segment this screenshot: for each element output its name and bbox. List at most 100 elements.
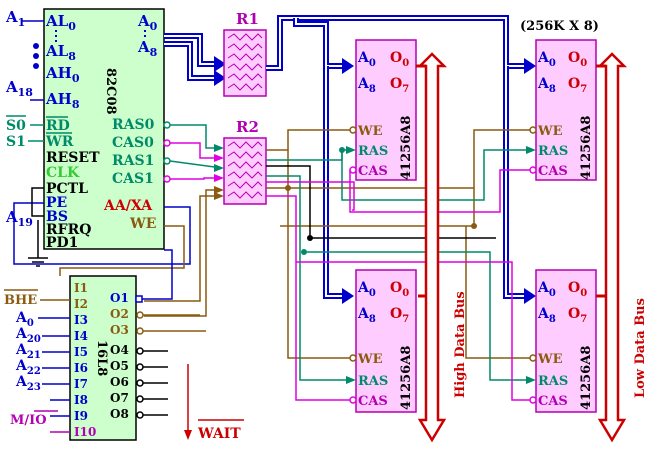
svg-text:O6: O6 <box>110 375 129 389</box>
svg-text:O0: O0 <box>568 50 587 69</box>
svg-text:A0: A0 <box>537 50 556 69</box>
svg-text:O4: O4 <box>110 343 129 357</box>
svg-text:High Data Bus: High Data Bus <box>453 291 468 398</box>
svg-text:O3: O3 <box>110 323 129 337</box>
high-data-bus: High Data Bus <box>416 52 468 443</box>
sig-a18: A18 <box>5 78 33 99</box>
svg-text:RAS: RAS <box>358 144 388 159</box>
memory-size-label: (256K X 8) <box>520 19 599 34</box>
svg-text:O1: O1 <box>110 291 129 305</box>
latch-r2-label: R2 <box>236 118 259 136</box>
ram-chip-lower-right: A0 A8 O0 O7 WE RAS CAS 41256A8 <box>535 269 597 413</box>
sig-s0: S0 <box>6 118 26 134</box>
svg-text:I1: I1 <box>74 281 88 295</box>
svg-text:41256A8: 41256A8 <box>579 116 594 180</box>
svg-text:41256A8: 41256A8 <box>399 346 414 410</box>
ctrl-in-ah8: AH8 <box>45 90 80 111</box>
ctrl-in-ah0: AH0 <box>45 64 80 85</box>
svg-text:O5: O5 <box>110 359 129 373</box>
svg-text:I6: I6 <box>74 361 88 375</box>
svg-text:CAS: CAS <box>538 394 568 409</box>
pal-sig-a21: A21 <box>15 342 41 361</box>
svg-text:RAS: RAS <box>358 374 388 389</box>
pal-16l8-box <box>69 275 137 441</box>
ram-chip-upper-left: A0 A8 O0 O7 WE RAS CAS 41256A8 <box>355 39 417 181</box>
ctrl-in-rfrq: RFRQ <box>46 222 91 238</box>
svg-text:WE: WE <box>357 124 383 139</box>
ctrl-out-ras1: RAS1 <box>112 153 154 169</box>
svg-text:I2: I2 <box>74 297 88 311</box>
pal-sig-bhe: BHE <box>4 293 37 308</box>
svg-text:41256A8: 41256A8 <box>399 116 414 180</box>
latch-r1-label: R1 <box>236 10 259 28</box>
svg-text:WE: WE <box>357 352 383 367</box>
svg-text:O0: O0 <box>390 50 409 69</box>
pal-sig-a0: A0 <box>15 310 34 329</box>
ctrl-out-cas0: CAS0 <box>112 135 154 151</box>
wait-signal: WAIT <box>197 426 241 442</box>
svg-text:O7: O7 <box>568 306 587 325</box>
sig-a19: A19 <box>5 208 33 229</box>
controller-82c08-box <box>43 8 165 250</box>
ctrl-in-reset: RESET <box>46 150 100 166</box>
ctrl-in-wr: WR <box>45 134 74 150</box>
ctrl-out-a0: A0 <box>137 12 158 33</box>
svg-text:CAS: CAS <box>358 164 388 179</box>
svg-text:O0: O0 <box>568 280 587 299</box>
svg-text:A8: A8 <box>537 76 556 95</box>
ctrl-out-a8: A8 <box>137 38 158 59</box>
svg-text:O0: O0 <box>390 280 409 299</box>
svg-text:I10: I10 <box>74 425 96 439</box>
svg-text:I8: I8 <box>74 393 88 407</box>
svg-text:WE: WE <box>537 352 563 367</box>
svg-text:I4: I4 <box>74 329 88 343</box>
ctrl-in-bs: BS <box>46 209 68 225</box>
ram-chip-upper-right: A0 A8 O0 O7 WE RAS CAS 41256A8 <box>535 39 597 181</box>
svg-text:I7: I7 <box>74 377 88 391</box>
ctrl-in-clk: CLK <box>46 165 80 181</box>
pal-sig-mio: M/IO <box>10 413 47 428</box>
svg-text:CAS: CAS <box>358 394 388 409</box>
sig-a1: A1 <box>5 8 25 29</box>
svg-text:WE: WE <box>537 124 563 139</box>
svg-text:A0: A0 <box>357 280 376 299</box>
pal-sig-a23: A23 <box>15 374 41 393</box>
svg-text:CAS: CAS <box>538 164 568 179</box>
ctrl-in-rd: RD <box>46 118 70 134</box>
svg-text:I3: I3 <box>74 313 88 327</box>
svg-text:RAS: RAS <box>538 144 568 159</box>
svg-text:I9: I9 <box>74 409 88 423</box>
ctrl-out-aaxa: AA/XA <box>103 198 153 214</box>
svg-text:RAS: RAS <box>538 374 568 389</box>
svg-text:I5: I5 <box>74 345 88 359</box>
svg-text:O2: O2 <box>110 307 129 321</box>
ctrl-out-cas1: CAS1 <box>112 171 154 187</box>
pal-part-name: 16L8 <box>94 340 109 376</box>
svg-text:Low Data Bus: Low Data Bus <box>633 298 648 398</box>
svg-text:O7: O7 <box>568 76 587 95</box>
svg-text:A8: A8 <box>357 306 376 325</box>
low-data-bus: Low Data Bus <box>596 52 648 443</box>
pal-sig-a22: A22 <box>15 358 41 377</box>
pal-sig-a20: A20 <box>15 326 41 345</box>
svg-text:A8: A8 <box>357 76 376 95</box>
svg-text:O7: O7 <box>110 391 129 405</box>
svg-text:A0: A0 <box>357 50 376 69</box>
ctrl-in-pd1: PD1 <box>46 235 78 251</box>
ctrl-in-al8: AL8 <box>45 42 76 63</box>
svg-text:O7: O7 <box>390 76 409 95</box>
ctrl-in-pe: PE <box>46 195 67 211</box>
svg-text:O7: O7 <box>390 306 409 325</box>
svg-text:O8: O8 <box>110 407 129 421</box>
svg-text:A0: A0 <box>537 280 556 299</box>
ctrl-part-name: 82C08 <box>103 68 118 115</box>
ctrl-out-we: WE <box>129 216 156 232</box>
ctrl-out-ras0: RAS0 <box>112 117 155 133</box>
svg-text:41256A8: 41256A8 <box>579 346 594 410</box>
ctrl-in-al0: AL0 <box>45 12 76 33</box>
ctrl-in-pctl: PCTL <box>46 181 88 197</box>
sig-s1: S1 <box>6 134 26 150</box>
ram-chip-lower-left: A0 A8 O0 O7 WE RAS CAS 41256A8 <box>355 269 417 413</box>
svg-text:A8: A8 <box>537 306 556 325</box>
